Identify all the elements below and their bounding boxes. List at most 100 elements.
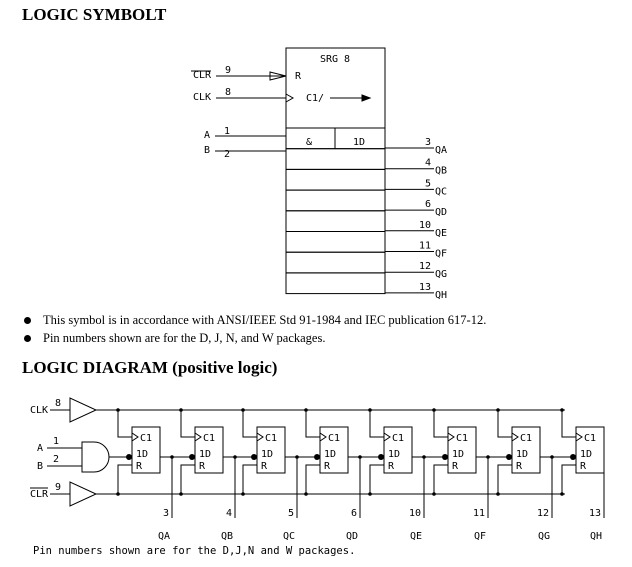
input-label-clr: CLR [193, 70, 212, 81]
junction [233, 455, 237, 459]
inverter-bubble [314, 454, 320, 460]
logic-diagram-heading: LOGIC DIAGRAM (positive logic) [22, 358, 278, 377]
clock-wire [497, 410, 512, 438]
junction [486, 455, 490, 459]
output-pin: 10 [419, 220, 431, 231]
diagram-output-pin: 12 [537, 508, 549, 519]
pin-b: 2 [224, 149, 230, 160]
diagram-caption: Pin numbers shown are for the D,J,N and … [33, 545, 356, 557]
and-gate [81, 441, 110, 473]
output-label: QD [435, 207, 447, 218]
diagram-output-pin: 10 [409, 508, 421, 519]
clock-edge-icon [319, 432, 327, 442]
diagram-pin-clr: 9 [55, 482, 61, 493]
output-pin: 5 [425, 178, 431, 189]
clock-edge-icon [131, 432, 139, 442]
ff-clock-label: C1 [203, 433, 215, 444]
clock-wire [369, 410, 384, 438]
output-label: QB [435, 166, 447, 177]
ff-reset-label: R [580, 461, 587, 472]
ff-clock-label: C1 [140, 433, 152, 444]
diagram-pin-b: 2 [53, 454, 59, 465]
ff-d-label: 1D [452, 449, 464, 460]
junction [170, 455, 174, 459]
inverter-bubble [570, 454, 576, 460]
ff-reset-label: R [199, 461, 206, 472]
clock-wire [180, 410, 195, 438]
junction [358, 455, 362, 459]
clear-wire [433, 464, 448, 494]
diagram-output-pin: 3 [163, 508, 169, 519]
d-label: 1D [353, 137, 365, 148]
output-label: QF [435, 249, 447, 260]
ff-reset-label: R [136, 461, 143, 472]
output-pin: 4 [425, 158, 431, 169]
clock-wire [305, 410, 320, 438]
ff-d-label: 1D [136, 449, 148, 460]
clock-wire [117, 410, 132, 438]
clock-label: C1/ [306, 93, 324, 104]
clock-edge-icon [194, 432, 202, 442]
inverter-bubble [251, 454, 257, 460]
pin-clr: 9 [225, 65, 231, 76]
junction [295, 455, 299, 459]
input-label-b: B [204, 145, 210, 156]
output-label: QG [435, 269, 447, 280]
diagram-output-pin: 13 [589, 508, 601, 519]
diagram-output-label: QB [221, 531, 233, 542]
diagram-pin-clk: 8 [55, 398, 61, 409]
and-label: & [306, 137, 312, 148]
output-label: QC [435, 186, 447, 197]
clear-wire [305, 464, 320, 494]
diagram-output-label: QA [158, 531, 170, 542]
ff-reset-label: R [261, 461, 268, 472]
inverter-bubble [442, 454, 448, 460]
clk-buffer [69, 397, 98, 423]
pin-a: 1 [224, 126, 230, 137]
diagram-pin-a: 1 [53, 436, 59, 447]
clock-edge-icon [256, 432, 264, 442]
clock-wire [561, 410, 576, 438]
diagram-input-clk: CLK [30, 405, 48, 416]
bullet-icon [24, 334, 31, 342]
diagram-output-pin: 5 [288, 508, 294, 519]
diagram-output-label: QG [538, 531, 550, 542]
note-item: This symbol is in accordance with ANSI/I… [22, 312, 486, 330]
diagram-output-pin: 4 [226, 508, 232, 519]
ff-clock-label: C1 [456, 433, 468, 444]
clock-edge-icon [447, 432, 455, 442]
input-label-a: A [204, 130, 210, 141]
flip-flop-body [256, 426, 286, 474]
flip-flop: C1 1DR [131, 426, 161, 474]
ff-reset-label: R [452, 461, 459, 472]
clock-edge-icon [575, 432, 583, 442]
flip-flop: C1 1DR [447, 426, 477, 474]
clock-wire [242, 410, 257, 438]
output-pin: 11 [419, 241, 431, 252]
diagram-output-label: QC [283, 531, 295, 542]
ff-d-label: 1D [261, 449, 273, 460]
inverter-bubble [126, 454, 132, 460]
register-stage [285, 272, 386, 295]
bullet-icon [24, 317, 31, 324]
flip-flop-body [194, 426, 224, 474]
ff-clock-label: C1 [328, 433, 340, 444]
output-pin: 12 [419, 261, 431, 272]
note-item: Pin numbers shown are for the D, J, N, a… [22, 330, 486, 348]
diagram-output-label: QD [346, 531, 358, 542]
output-pin: 13 [419, 282, 431, 293]
inverter-bubble [189, 454, 195, 460]
diagram-output-label: QE [410, 531, 422, 542]
flip-flop-body [319, 426, 349, 474]
diagram-output-pin: 6 [351, 508, 357, 519]
output-pin: 6 [425, 199, 431, 210]
logic-symbol-heading: LOGIC SYMBOLT [22, 5, 167, 24]
diagram-output-pin: 11 [473, 508, 485, 519]
ff-reset-label: R [516, 461, 523, 472]
output-pin: 3 [425, 137, 431, 148]
ff-clock-label: C1 [520, 433, 532, 444]
